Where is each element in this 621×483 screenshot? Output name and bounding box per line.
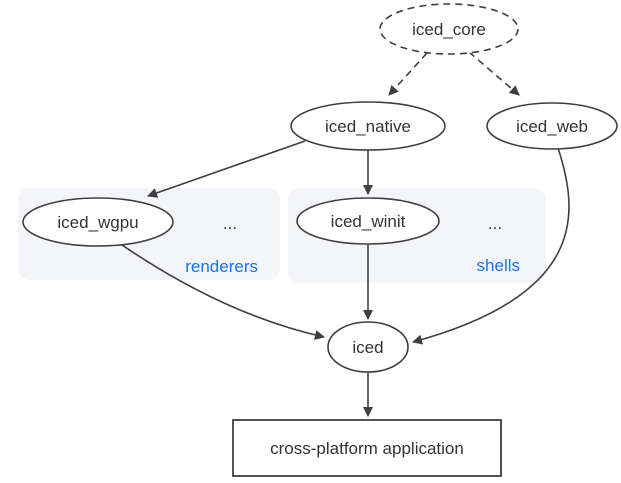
node-iced-core-label: iced_core [412,20,486,39]
shells-ellipsis: ... [488,214,502,233]
renderers-group-label: renderers [185,257,258,276]
node-iced-winit-label: iced_winit [331,212,406,231]
node-iced-core [379,3,519,55]
renderers-ellipsis: ... [223,214,237,233]
edge-iced-web-to-iced [412,147,570,345]
node-iced-wgpu [22,197,174,247]
node-iced [327,321,409,373]
node-iced-web [486,102,618,150]
node-iced-web-label: iced_web [516,117,588,136]
node-cross-platform-application-label: cross-platform application [270,439,464,458]
node-iced-winit [296,197,440,245]
edge-iced-wgpu-to-iced [121,244,325,340]
edge-iced-core-to-iced-native [388,52,428,96]
node-cross-platform-application [232,419,502,477]
node-iced-label: iced [352,338,383,357]
shells-group-label: shells [477,256,520,275]
node-iced-wgpu-label: iced_wgpu [57,213,138,232]
edge-iced-core-to-iced-web [468,51,520,96]
node-iced-native-label: iced_native [325,117,411,136]
edge-iced-native-to-iced-wgpu [147,140,306,198]
node-iced-native [290,101,446,151]
